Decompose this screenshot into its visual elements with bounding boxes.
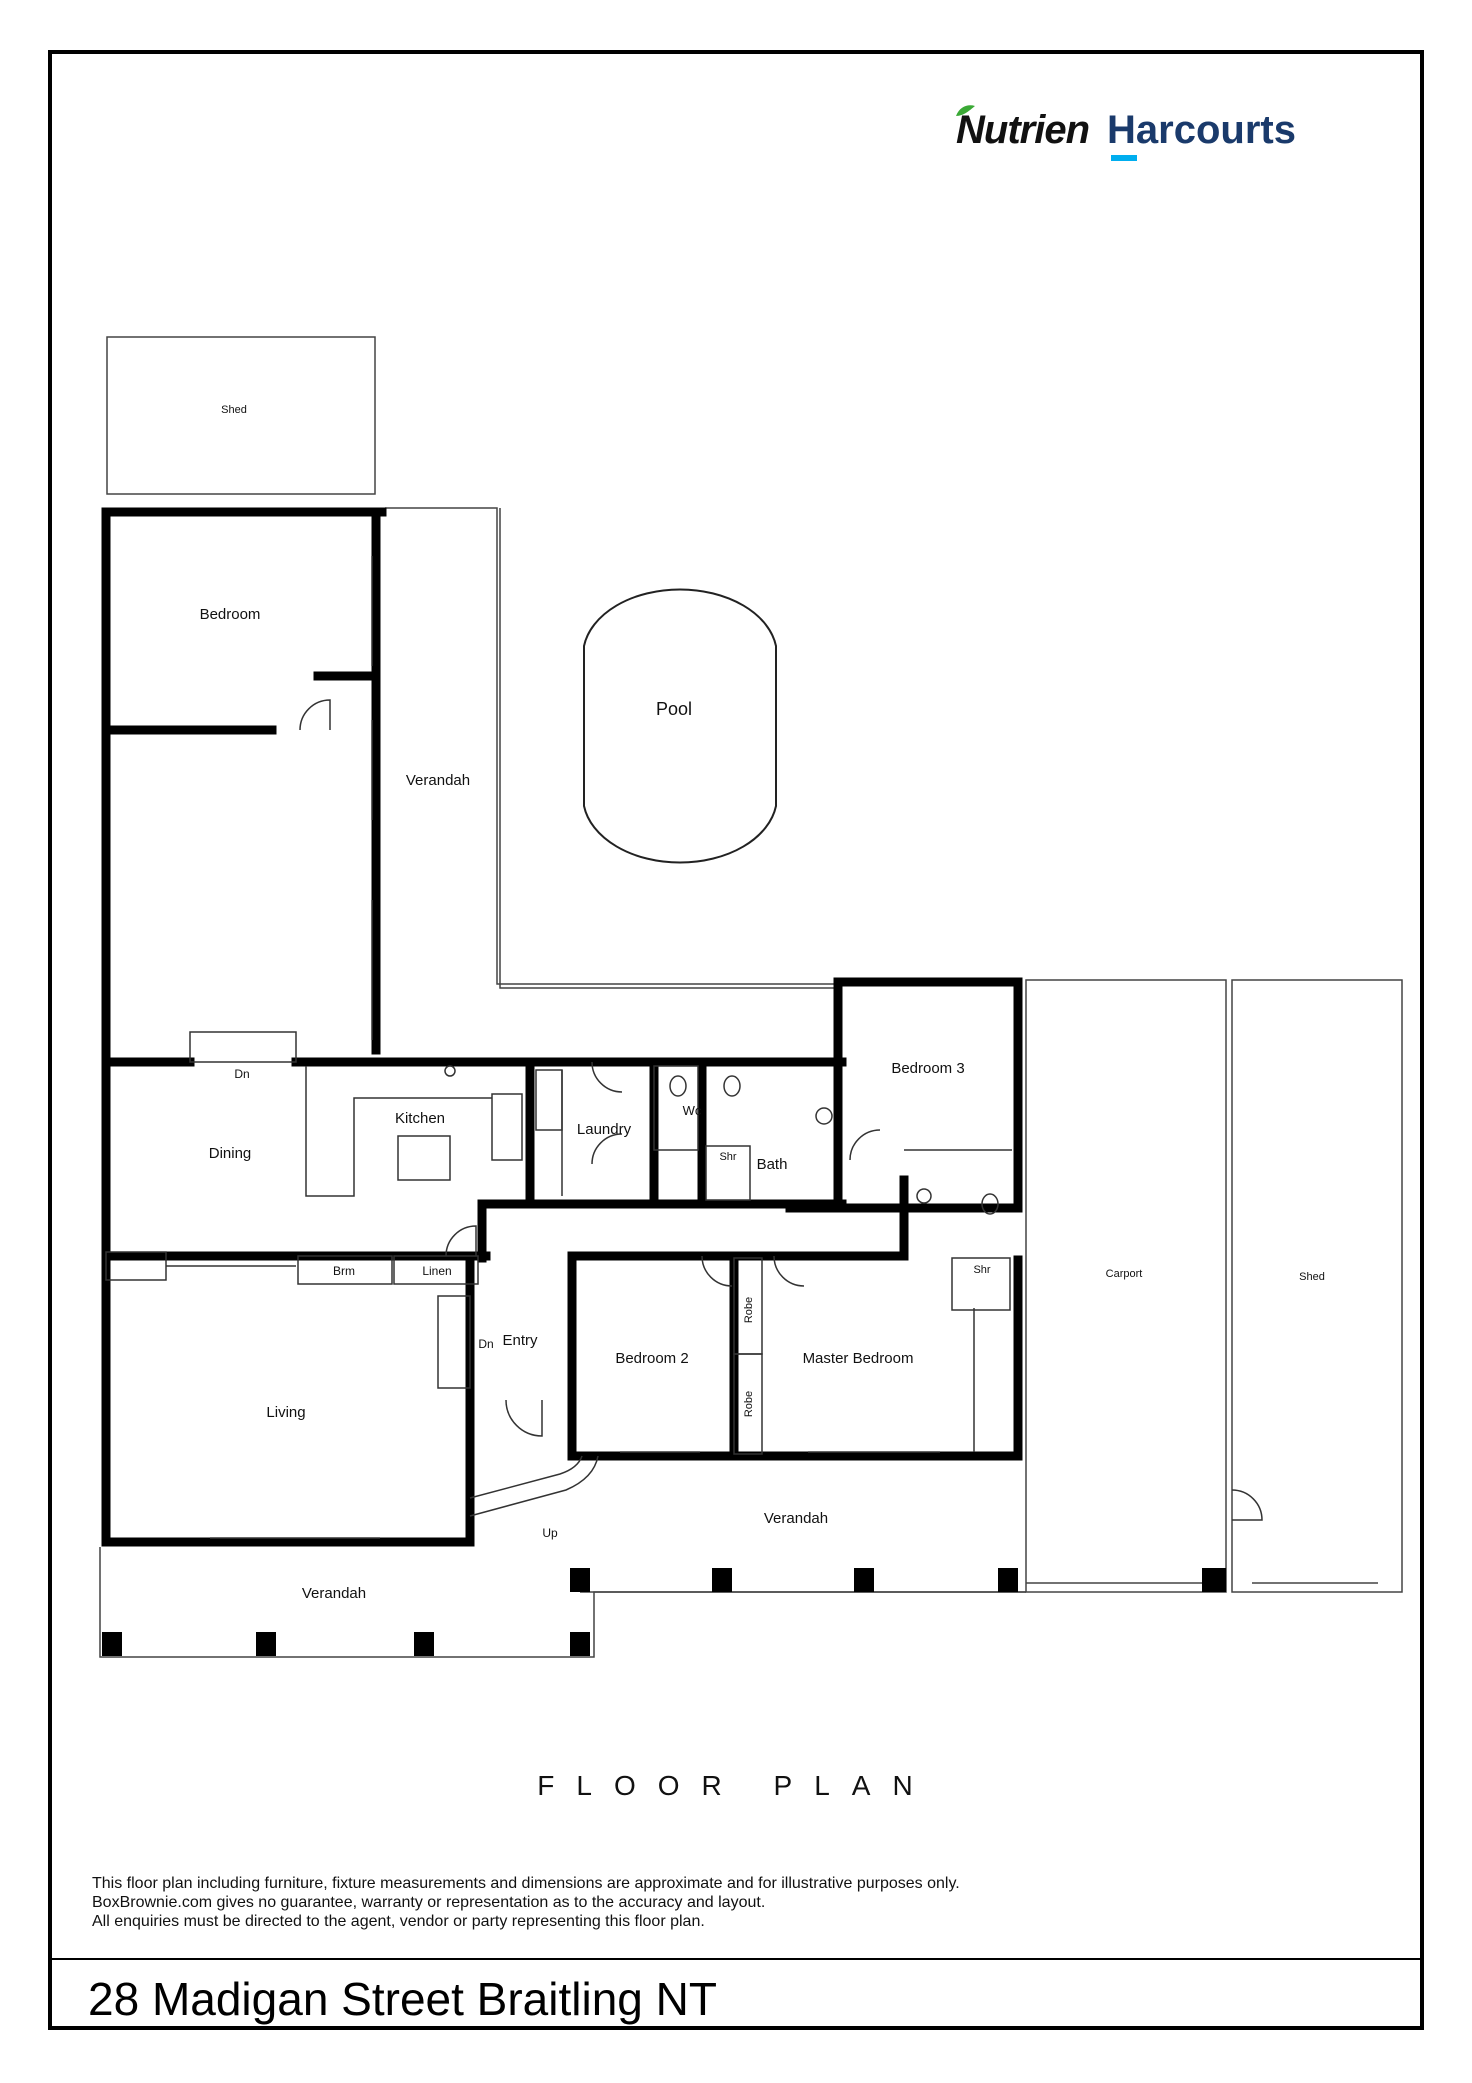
kitchen-cooktop [491, 1093, 523, 1161]
door-master [773, 1255, 805, 1287]
front-steps-a [469, 1455, 583, 1499]
shower-ensuite [951, 1257, 1011, 1311]
label-bedroom3: Bedroom 3 [891, 1060, 964, 1077]
wall-bedroom3 [785, 977, 1023, 1213]
label-carport: Carport [1106, 1268, 1143, 1280]
label-brm: Brm [333, 1264, 355, 1278]
post-9 [1202, 1568, 1226, 1592]
room-labels: Shed Bedroom Verandah Pool Bedroom 3 Din… [200, 404, 1325, 1602]
label-shr-bath: Shr [719, 1151, 736, 1163]
linen-box [393, 1255, 479, 1285]
label-pool: Pool [656, 699, 692, 719]
post-4 [570, 1632, 590, 1656]
brand-logo: Nutrien Harcourts [956, 100, 1296, 161]
label-dn-dining: Dn [234, 1067, 249, 1081]
verandah-front-outline [99, 1547, 1026, 1658]
door-laundry [591, 1133, 623, 1165]
label-verandah-front: Verandah [764, 1510, 828, 1527]
label-laundry: Laundry [577, 1121, 632, 1138]
label-kitchen: Kitchen [395, 1110, 445, 1127]
kitchen-island [397, 1135, 451, 1181]
label-entry: Entry [502, 1332, 538, 1349]
post-3 [414, 1632, 434, 1656]
door-bed2 [701, 1255, 733, 1287]
brand-nutrien-text: Nutrien [956, 107, 1090, 152]
brand-harcourts: Harcourts [1107, 107, 1296, 161]
shower-bath [705, 1145, 751, 1201]
label-bath: Bath [757, 1156, 788, 1173]
carport-outline [1025, 979, 1227, 1593]
label-robe-top: Robe [743, 1297, 755, 1323]
ensuite-toilet [981, 1193, 999, 1215]
door-laundry-back [591, 1061, 623, 1093]
label-linen: Linen [422, 1264, 451, 1278]
pool-outline [583, 588, 777, 864]
shed-right-outline [1231, 979, 1403, 1593]
wc-box [653, 1065, 699, 1151]
label-bedroom2: Bedroom 2 [615, 1350, 688, 1367]
address-divider [48, 1958, 1424, 1960]
label-verandah-left: Verandah [302, 1585, 366, 1602]
robe-bottom-box [733, 1353, 763, 1455]
post-7 [854, 1568, 874, 1592]
label-shed-left: Shed [221, 404, 247, 416]
wall-west [101, 507, 475, 1547]
post-8 [998, 1568, 1018, 1592]
ensuite-basin [916, 1188, 932, 1204]
partitions [105, 556, 1263, 1539]
label-shed-right: Shed [1299, 1271, 1325, 1283]
label-master-bedroom: Master Bedroom [803, 1350, 914, 1367]
wall-bedrooms-south [567, 1251, 1023, 1461]
steps-entry [437, 1295, 471, 1389]
steps-dining [189, 1031, 297, 1063]
label-bedroom: Bedroom [200, 606, 261, 623]
property-address: 28 Madigan Street Braitling NT [88, 1973, 717, 2025]
floor-plan: Shed Bedroom Verandah Pool Bedroom 3 Din… [99, 336, 1403, 1658]
door-entry [445, 1225, 477, 1257]
bath-basin [815, 1107, 833, 1125]
disclaimer-line-3: All enquiries must be directed to the ag… [92, 1913, 705, 1930]
post-2 [256, 1632, 276, 1656]
kitchen-bench [305, 1066, 492, 1197]
label-shr-ensuite: Shr [973, 1264, 990, 1276]
brand-nutrien: Nutrien [956, 104, 1090, 153]
leaf-icon [956, 104, 975, 116]
label-living: Living [266, 1404, 305, 1421]
verandah-posts [102, 1568, 1226, 1656]
post-6 [712, 1568, 732, 1592]
door-shed [1231, 1489, 1263, 1521]
disclaimer-line-1: This floor plan including furniture, fix… [92, 1875, 960, 1892]
verandah-back-outline [385, 507, 838, 985]
walls [101, 507, 1023, 1547]
outbuildings [99, 336, 1403, 1658]
laundry-tub [535, 1069, 563, 1131]
verandah-back-inner [499, 508, 838, 989]
label-verandah-back: Verandah [406, 772, 470, 789]
page-frame [48, 50, 1424, 2030]
brm-box [297, 1255, 393, 1285]
door-bedroom [299, 699, 331, 731]
label-robe-bottom: Robe [743, 1391, 755, 1417]
disclaimer: This floor plan including furniture, fix… [92, 1874, 960, 1931]
wc-toilet [669, 1075, 687, 1097]
door-front [505, 1399, 543, 1437]
label-up-front: Up [542, 1526, 558, 1540]
disclaimer-line-2: BoxBrownie.com gives no guarantee, warra… [92, 1894, 766, 1911]
kitchen-sink [444, 1065, 456, 1077]
label-wc: Wc [683, 1103, 702, 1118]
post-5 [570, 1568, 590, 1592]
label-dining: Dining [209, 1145, 252, 1162]
shed-left-outline [106, 336, 376, 495]
label-dn-entry: Dn [478, 1337, 493, 1351]
post-1 [102, 1632, 122, 1656]
floor-plan-heading: FLOOR PLAN [537, 1770, 935, 1801]
door-bedroom3 [849, 1129, 881, 1161]
front-steps-b [469, 1455, 599, 1517]
bath-toilet [723, 1075, 741, 1097]
